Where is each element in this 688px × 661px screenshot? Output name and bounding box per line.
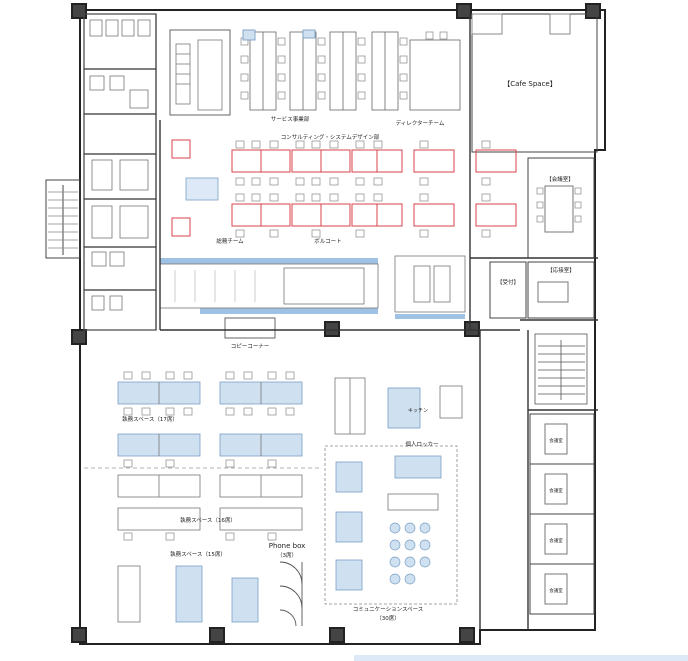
building-shell (71, 3, 606, 645)
phone-boxes (279, 561, 303, 627)
label-kitchen: キッチン (408, 408, 428, 414)
label-cafe-space: 【Cafe Space】 (503, 80, 557, 88)
core-rooms (83, 13, 157, 331)
label-general-team: 総務チーム (216, 237, 244, 245)
top-desk-area (169, 29, 461, 116)
left-stair (45, 179, 81, 259)
label-communication-seats: （30席） (376, 614, 400, 622)
label-phone-box: Phone box (269, 542, 306, 550)
label-copy-corner: コピーコーナー (231, 343, 270, 350)
label-reception-room: 【応接室】 (547, 266, 575, 274)
label-communication-space: コミュニケーションスペース (353, 606, 424, 613)
open-office-desks (84, 371, 320, 623)
label-phone-box-seats: （3席） (277, 551, 297, 559)
label-meeting-room-3: 会議室 (549, 537, 563, 544)
bottom-band (354, 655, 688, 661)
cafe-space-room (471, 13, 598, 153)
conference-room (489, 157, 595, 319)
label-meeting-room-4: 会議室 (549, 587, 563, 594)
label-private-space-16: 執務スペース（16席） (180, 516, 236, 524)
label-meeting-room-1: 会議室 (549, 437, 563, 444)
label-conference: 【会議室】 (546, 175, 574, 183)
right-stair (534, 333, 588, 405)
label-meeting-room-2: 会議室 (549, 487, 563, 494)
label-consulting: コンサルティング・システムデザイン部 (281, 133, 380, 141)
label-personal-locker: 個人ロッカー (405, 440, 438, 448)
label-ballcourt: ボルコート (314, 237, 341, 245)
storage-band (159, 255, 466, 339)
label-reception: 【受付】 (497, 278, 519, 286)
central-column-desks (334, 377, 366, 435)
label-service-div: サービス事業部 (271, 115, 310, 123)
label-private-space-17: 執務スペース（17席） (122, 415, 178, 423)
interior-walls (159, 14, 598, 630)
label-director-team: ディレクターチーム (396, 119, 445, 127)
communication-space (324, 385, 463, 605)
meeting-rooms (529, 413, 595, 615)
label-private-space-15: 執務スペース（15席） (170, 550, 226, 558)
consulting-desks (171, 139, 517, 238)
